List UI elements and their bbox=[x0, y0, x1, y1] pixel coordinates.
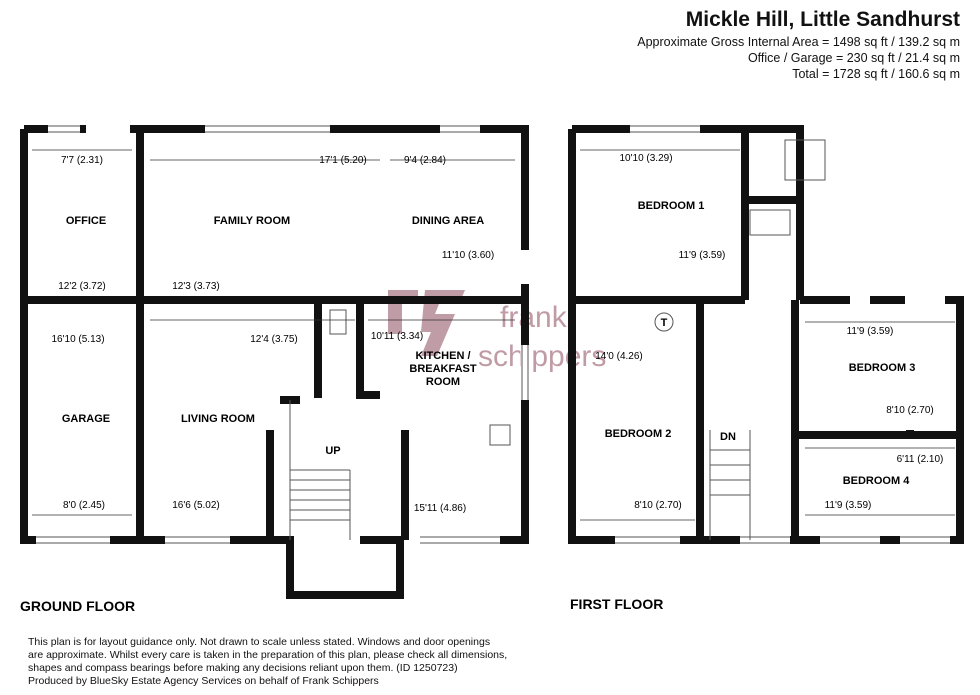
living-room-label: LIVING ROOM bbox=[181, 413, 255, 425]
stairs-up-label: UP bbox=[325, 445, 340, 457]
dining-width: 9'4 (2.84) bbox=[404, 155, 446, 166]
property-title: Mickle Hill, Little Sandhurst bbox=[685, 8, 960, 31]
kitchen-label-1: KITCHEN / bbox=[416, 350, 471, 362]
living-length: 16'6 (5.02) bbox=[172, 500, 220, 511]
producer-credit: Produced by BlueSky Estate Agency Servic… bbox=[28, 675, 379, 687]
first-fixtures bbox=[615, 125, 950, 544]
kitchen-label-3: ROOM bbox=[426, 376, 460, 388]
disclaimer-line: shapes and compass bearings before makin… bbox=[28, 662, 458, 674]
kitchen-label-2: BREAKFAST bbox=[409, 363, 477, 375]
bed2-length: 14'0 (4.26) bbox=[595, 351, 643, 362]
ground-window-lines bbox=[36, 125, 529, 544]
ground-floor-title: GROUND FLOOR bbox=[20, 598, 135, 614]
office-width: 7'7 (2.31) bbox=[61, 155, 103, 166]
bed4-length: 6'11 (2.10) bbox=[897, 454, 944, 465]
garage-width: 8'0 (2.45) bbox=[63, 500, 105, 511]
first-floor-title: FIRST FLOOR bbox=[570, 596, 663, 612]
family-room-label: FAMILY ROOM bbox=[214, 215, 290, 227]
gross-area: Approximate Gross Internal Area = 1498 s… bbox=[637, 35, 960, 49]
dimension-lines bbox=[32, 149, 955, 521]
disclaimer-line: This plan is for layout guidance only. N… bbox=[28, 636, 491, 648]
ground-windows bbox=[36, 124, 530, 545]
bed1-width: 10'10 (3.29) bbox=[619, 153, 672, 164]
first-windows bbox=[615, 124, 950, 545]
bedroom-2-label: BEDROOM 2 bbox=[605, 428, 672, 440]
stairs-down-label: DN bbox=[720, 431, 736, 443]
disclaimer: This plan is for layout guidance only. N… bbox=[28, 636, 548, 688]
bed3-width: 11'9 (3.59) bbox=[847, 326, 894, 337]
garage-length: 16'10 (5.13) bbox=[51, 334, 104, 345]
ground-floor-labels: 7'7 (2.31) OFFICE 12'2 (3.72) 16'10 (5.1… bbox=[20, 155, 494, 614]
bedroom-1-label: BEDROOM 1 bbox=[638, 200, 705, 212]
bed4-width: 11'9 (3.59) bbox=[825, 500, 872, 511]
svg-text:schippers: schippers bbox=[478, 340, 606, 373]
kitchen-width: 10'11 (3.34) bbox=[371, 331, 423, 342]
bedroom-4-label: BEDROOM 4 bbox=[843, 475, 911, 487]
office-length: 12'2 (3.72) bbox=[58, 281, 106, 292]
dining-area-label: DINING AREA bbox=[412, 215, 484, 227]
header: Mickle Hill, Little Sandhurst Approximat… bbox=[637, 6, 960, 82]
living-width: 12'4 (3.75) bbox=[250, 334, 298, 345]
office-label: OFFICE bbox=[66, 215, 106, 227]
watermark-logo: frank schippers bbox=[388, 290, 606, 373]
dining-length: 11'10 (3.60) bbox=[442, 250, 494, 261]
bed3-length: 8'10 (2.70) bbox=[886, 405, 934, 416]
bed1-length: 11'9 (3.59) bbox=[679, 250, 726, 261]
svg-text:frank: frank bbox=[500, 301, 568, 334]
garage-label: GARAGE bbox=[62, 413, 110, 425]
total-area: Total = 1728 sq ft / 160.6 sq m bbox=[792, 67, 960, 81]
bedroom-3-label: BEDROOM 3 bbox=[849, 362, 916, 374]
family-length: 12'3 (3.73) bbox=[172, 281, 220, 292]
ground-floor-walls bbox=[20, 125, 529, 599]
disclaimer-line: are approximate. Whilst every care is ta… bbox=[28, 649, 508, 661]
family-width: 17'1 (5.20) bbox=[319, 155, 367, 166]
office-garage-area: Office / Garage = 230 sq ft / 21.4 sq m bbox=[747, 51, 960, 65]
kitchen-length: 15'11 (4.86) bbox=[414, 503, 466, 514]
bed2-width: 8'10 (2.70) bbox=[634, 500, 682, 511]
cupboard-t-label: T bbox=[661, 317, 668, 329]
first-floor-labels: 10'10 (3.29) BEDROOM 1 11'9 (3.59) 14'0 … bbox=[570, 153, 943, 612]
